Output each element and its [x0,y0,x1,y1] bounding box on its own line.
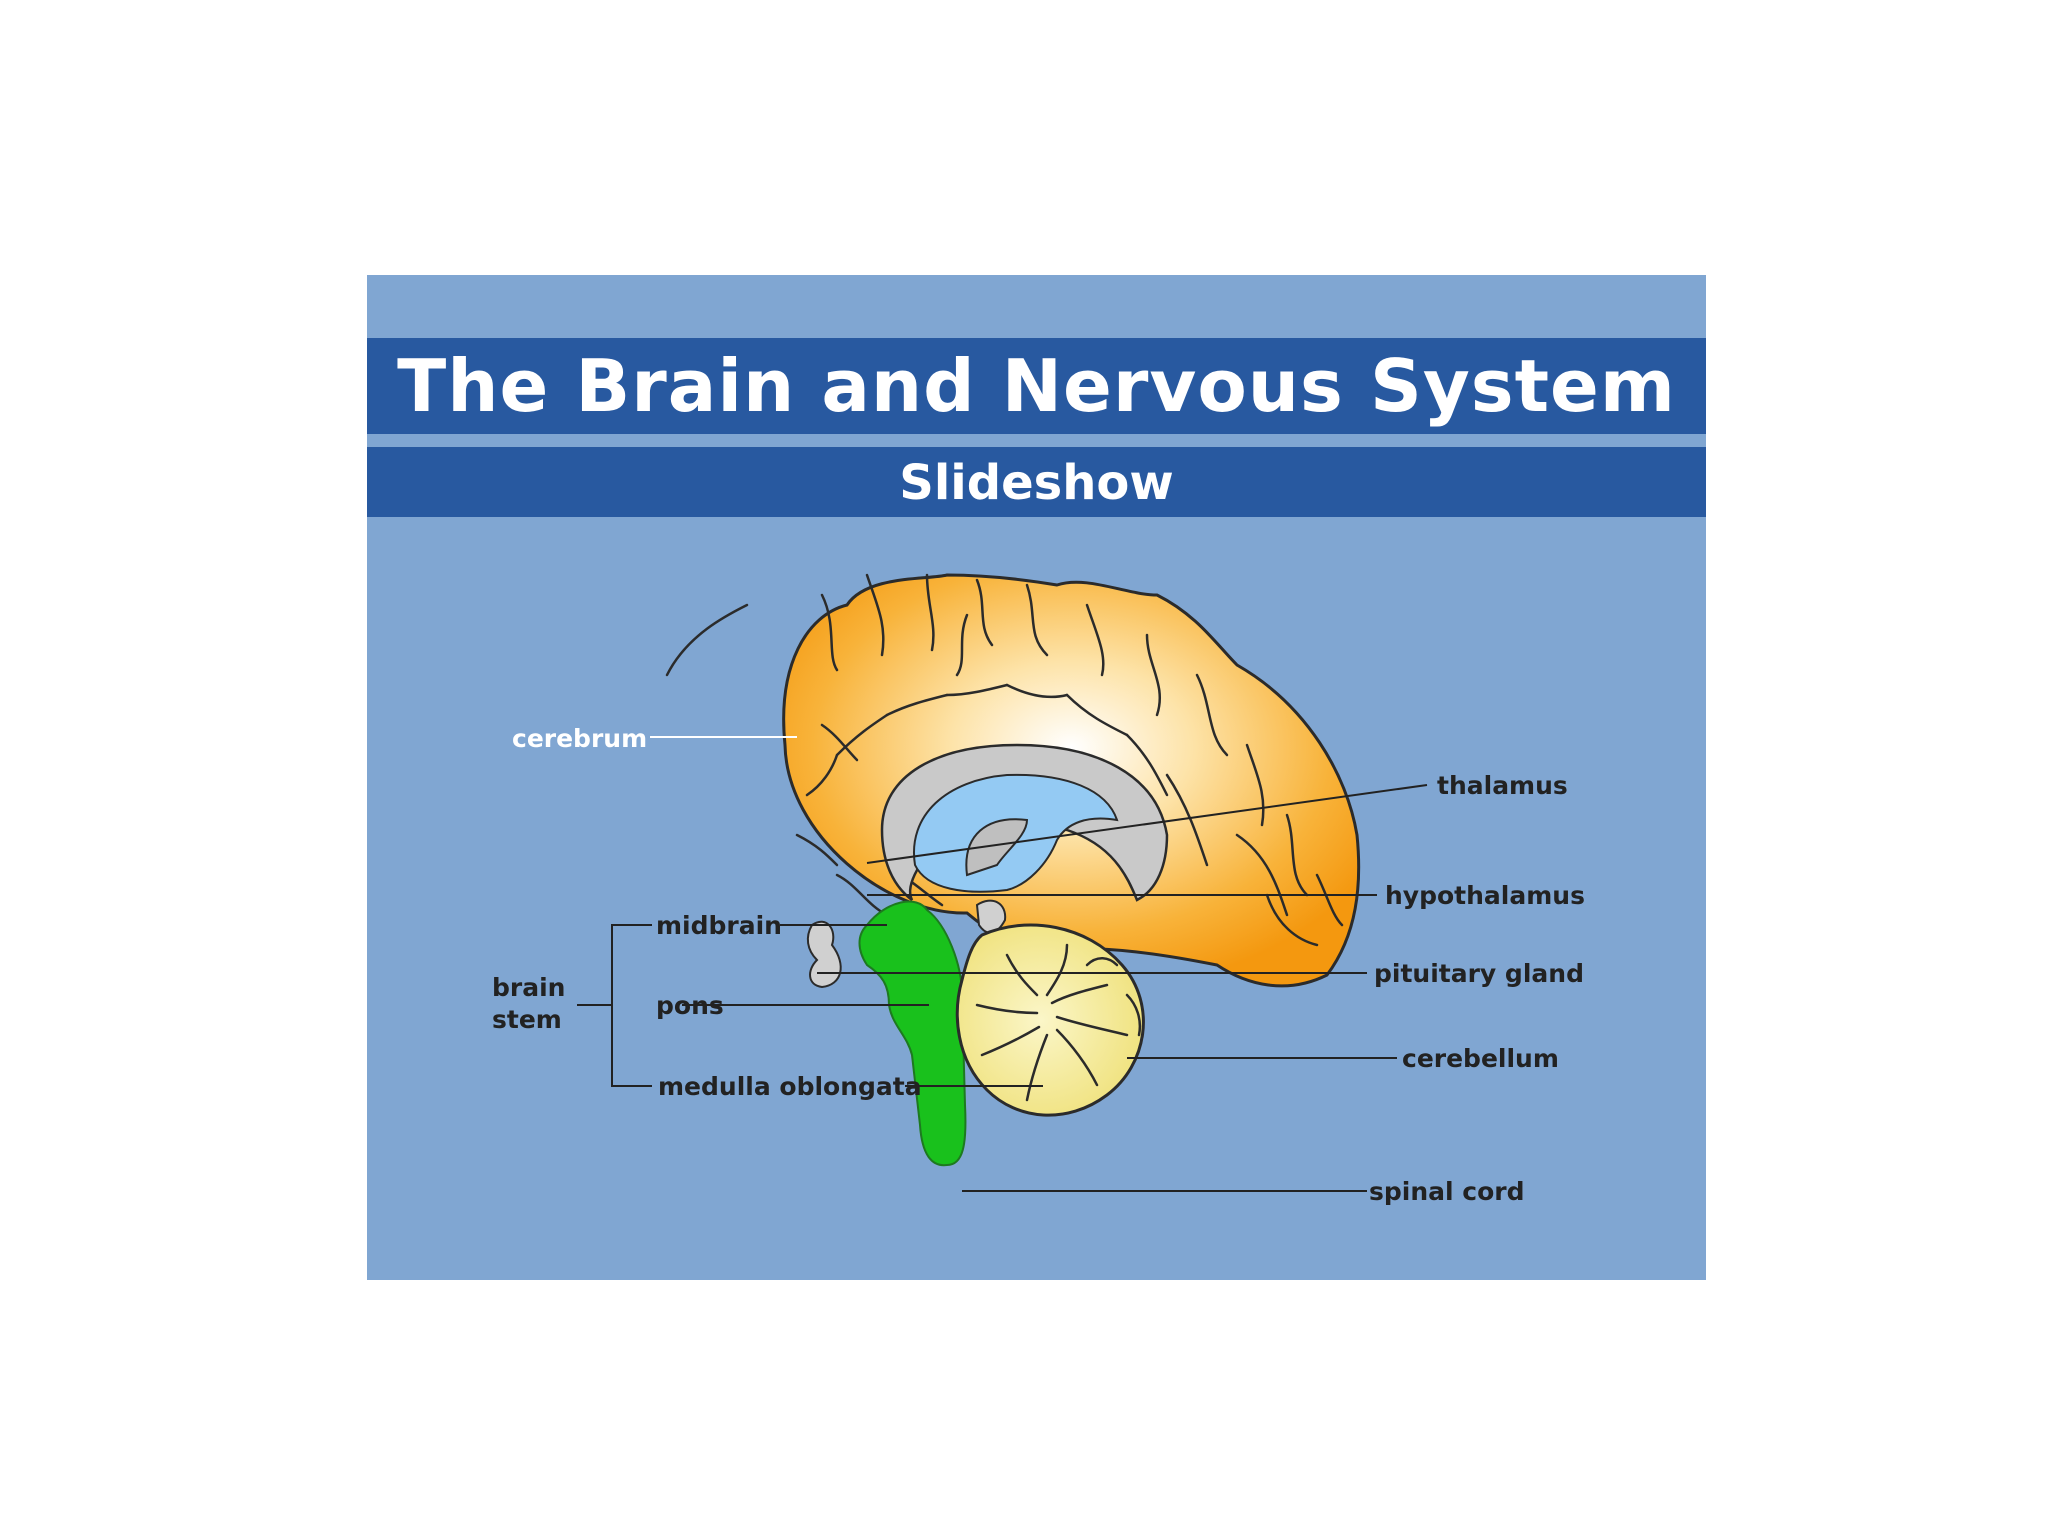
label-pons: pons [656,991,724,1020]
label-midbrain: midbrain [656,911,782,940]
cerebrum-gyri [665,573,1344,947]
label-cerebellum: cerebellum [1402,1044,1559,1073]
title-band: The Brain and Nervous System [367,338,1706,434]
thalamus-leader [866,784,1428,864]
brain-stem-bracket [577,924,652,1087]
fornix [965,818,1029,877]
hypothalamus-shape [975,899,1007,934]
label-brain-stem-line2: stem [492,1005,562,1034]
label-brain-stem-line1: brain [492,973,565,1002]
label-spinal-cord: spinal cord [1369,1177,1525,1206]
label-pituitary-gland: pituitary gland [1374,959,1584,988]
pituitary-stalk [806,920,842,989]
slide-title: The Brain and Nervous System [397,344,1676,428]
label-hypothalamus: hypothalamus [1385,881,1585,910]
slide: The Brain and Nervous System Slideshow [367,275,1706,1280]
brainstem-shape [858,900,967,1167]
label-thalamus: thalamus [1437,771,1568,800]
subtitle-band: Slideshow [367,447,1706,517]
slide-subtitle: Slideshow [899,455,1174,511]
label-medulla-oblongata: medulla oblongata [658,1072,922,1101]
label-cerebrum: cerebrum [512,724,647,753]
brain-diagram: cerebrum thalamus hypothalamus midbrain … [492,573,1585,1206]
